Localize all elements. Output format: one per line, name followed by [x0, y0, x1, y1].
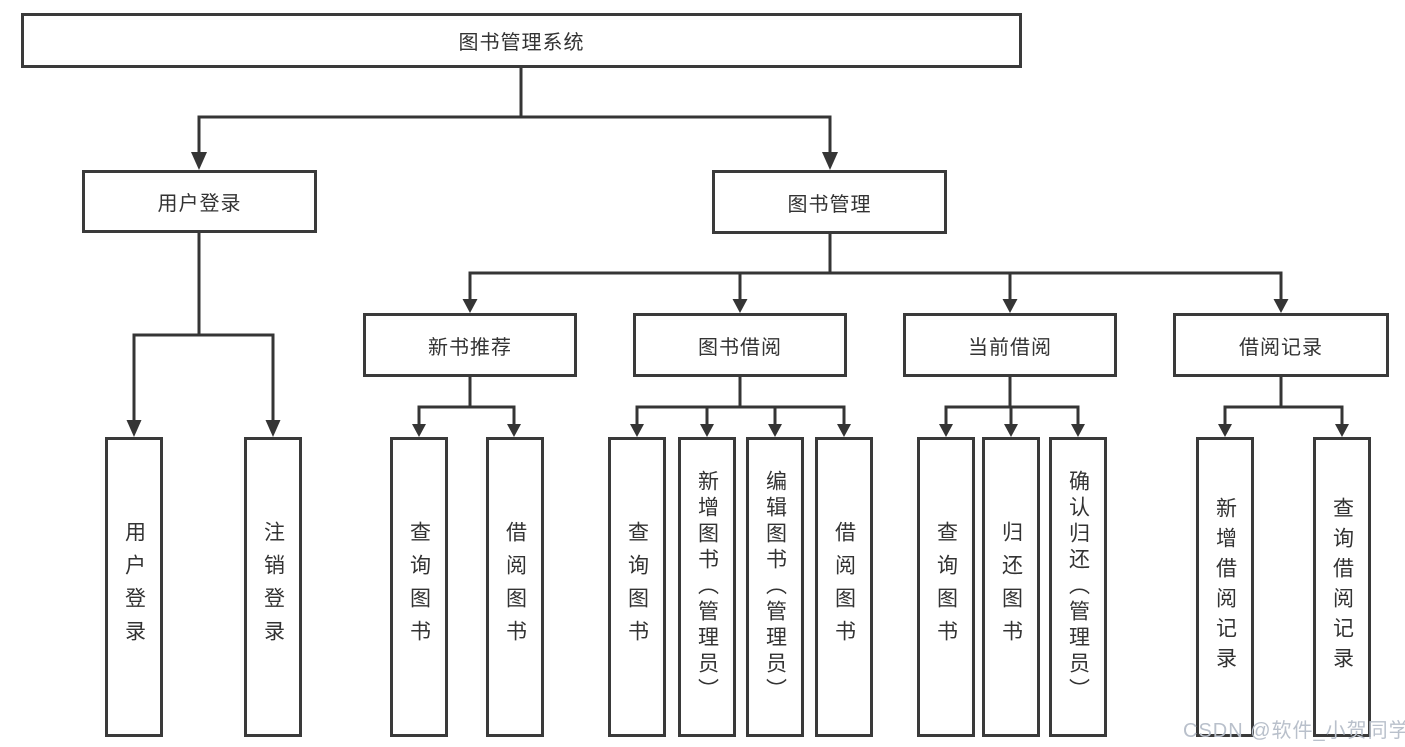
leaf-return-books: 归还图书 [982, 437, 1040, 737]
arrowhead-icon [126, 420, 142, 437]
leaf-recommend-query-books: 查询图书 [390, 437, 448, 737]
leaf-query-borrow-record: 查询借阅记录 [1313, 437, 1371, 737]
arrowhead-icon [507, 424, 521, 437]
leaf-current-query-books: 查询图书 [917, 437, 975, 737]
arrowhead-icon [1335, 424, 1349, 437]
arrowhead-icon [462, 299, 478, 313]
arrowhead-icon [265, 420, 281, 437]
edge-records-to-leaves [1218, 375, 1349, 437]
node-book-borrow-label: 图书借阅 [698, 336, 782, 359]
leaf-borrow-borrow-books: 借阅图书 [815, 437, 873, 737]
leaf-user-login: 用户登录 [105, 437, 163, 737]
arrowhead-icon [1002, 299, 1018, 313]
leaf-logout: 注销登录 [244, 437, 302, 737]
edge-current-to-leaves [939, 375, 1085, 437]
arrowhead-icon [700, 424, 714, 437]
leaf-borrow-borrow-books-label: 借阅图书 [832, 521, 856, 653]
node-book-management-label: 图书管理 [787, 193, 872, 216]
node-user-login: 用户登录 [82, 170, 317, 233]
node-current-borrow: 当前借阅 [903, 313, 1117, 377]
leaf-add-book-admin: 新增图书（管理员） [678, 437, 736, 737]
arrowhead-icon [1071, 424, 1085, 437]
leaf-borrow-query-books: 查询图书 [608, 437, 666, 737]
leaf-recommend-query-books-label: 查询图书 [407, 521, 431, 653]
leaf-current-query-books-label: 查询图书 [934, 521, 958, 653]
leaf-add-borrow-record: 新增借阅记录 [1196, 437, 1254, 737]
leaf-edit-book-admin-label: 编辑图书（管理员） [763, 470, 787, 704]
arrowhead-icon [1218, 424, 1232, 437]
node-book-borrow: 图书借阅 [633, 313, 847, 377]
leaf-add-book-admin-label: 新增图书（管理员） [695, 470, 719, 704]
arrowhead-icon [768, 424, 782, 437]
node-new-book-recommend: 新书推荐 [363, 313, 577, 377]
edge-borrow-to-leaves [630, 375, 851, 437]
edge-root-to-level2 [191, 66, 838, 170]
node-borrow-records: 借阅记录 [1173, 313, 1389, 377]
edge-user-login-to-leaves [126, 232, 281, 437]
node-borrow-records-label: 借阅记录 [1239, 336, 1323, 359]
arrowhead-icon [191, 152, 207, 170]
node-root-label: 图书管理系统 [458, 32, 585, 54]
csdn-watermark: CSDN @软件_小贺同学 [1183, 720, 1405, 742]
edge-recommend-to-leaves [412, 375, 521, 437]
arrowhead-icon [939, 424, 953, 437]
node-current-borrow-label: 当前借阅 [968, 336, 1052, 359]
arrowhead-icon [412, 424, 426, 437]
leaf-user-login-label: 用户登录 [122, 521, 146, 653]
leaf-add-borrow-record-label: 新增借阅记录 [1213, 497, 1237, 677]
leaf-confirm-return-admin-label: 确认归还（管理员） [1066, 470, 1090, 704]
leaf-borrow-query-books-label: 查询图书 [625, 521, 649, 653]
leaf-recommend-borrow-books-label: 借阅图书 [503, 521, 527, 653]
arrowhead-icon [732, 299, 748, 313]
leaf-return-books-label: 归还图书 [999, 521, 1023, 653]
leaf-recommend-borrow-books: 借阅图书 [486, 437, 544, 737]
node-root: 图书管理系统 [21, 13, 1022, 68]
leaf-query-borrow-record-label: 查询借阅记录 [1330, 497, 1354, 677]
leaf-confirm-return-admin: 确认归还（管理员） [1049, 437, 1107, 737]
leaf-edit-book-admin: 编辑图书（管理员） [746, 437, 804, 737]
arrowhead-icon [1004, 424, 1018, 437]
node-book-management: 图书管理 [712, 170, 947, 234]
arrowhead-icon [837, 424, 851, 437]
arrowhead-icon [822, 152, 838, 170]
node-new-book-recommend-label: 新书推荐 [428, 336, 512, 359]
edge-book-mgmt-to-level3 [462, 232, 1289, 313]
arrowhead-icon [630, 424, 644, 437]
node-user-login-label: 用户登录 [157, 193, 242, 215]
leaf-logout-label: 注销登录 [261, 521, 285, 653]
arrowhead-icon [1273, 299, 1289, 313]
